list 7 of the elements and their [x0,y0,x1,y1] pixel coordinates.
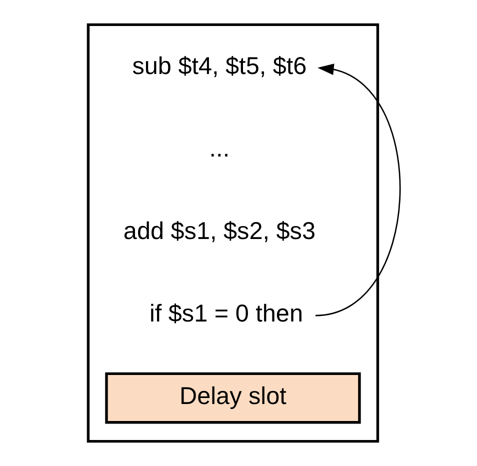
node-box: Delay slot [104,372,360,424]
node-text: if $s1 = 0 then [148,300,302,328]
arrow [314,64,400,316]
node-text: ... [208,135,230,162]
cluster [86,23,379,443]
node-text: add $s1, $s2, $s3 [122,218,315,245]
node-text: sub $t4, $t5, $t6 [132,52,306,80]
